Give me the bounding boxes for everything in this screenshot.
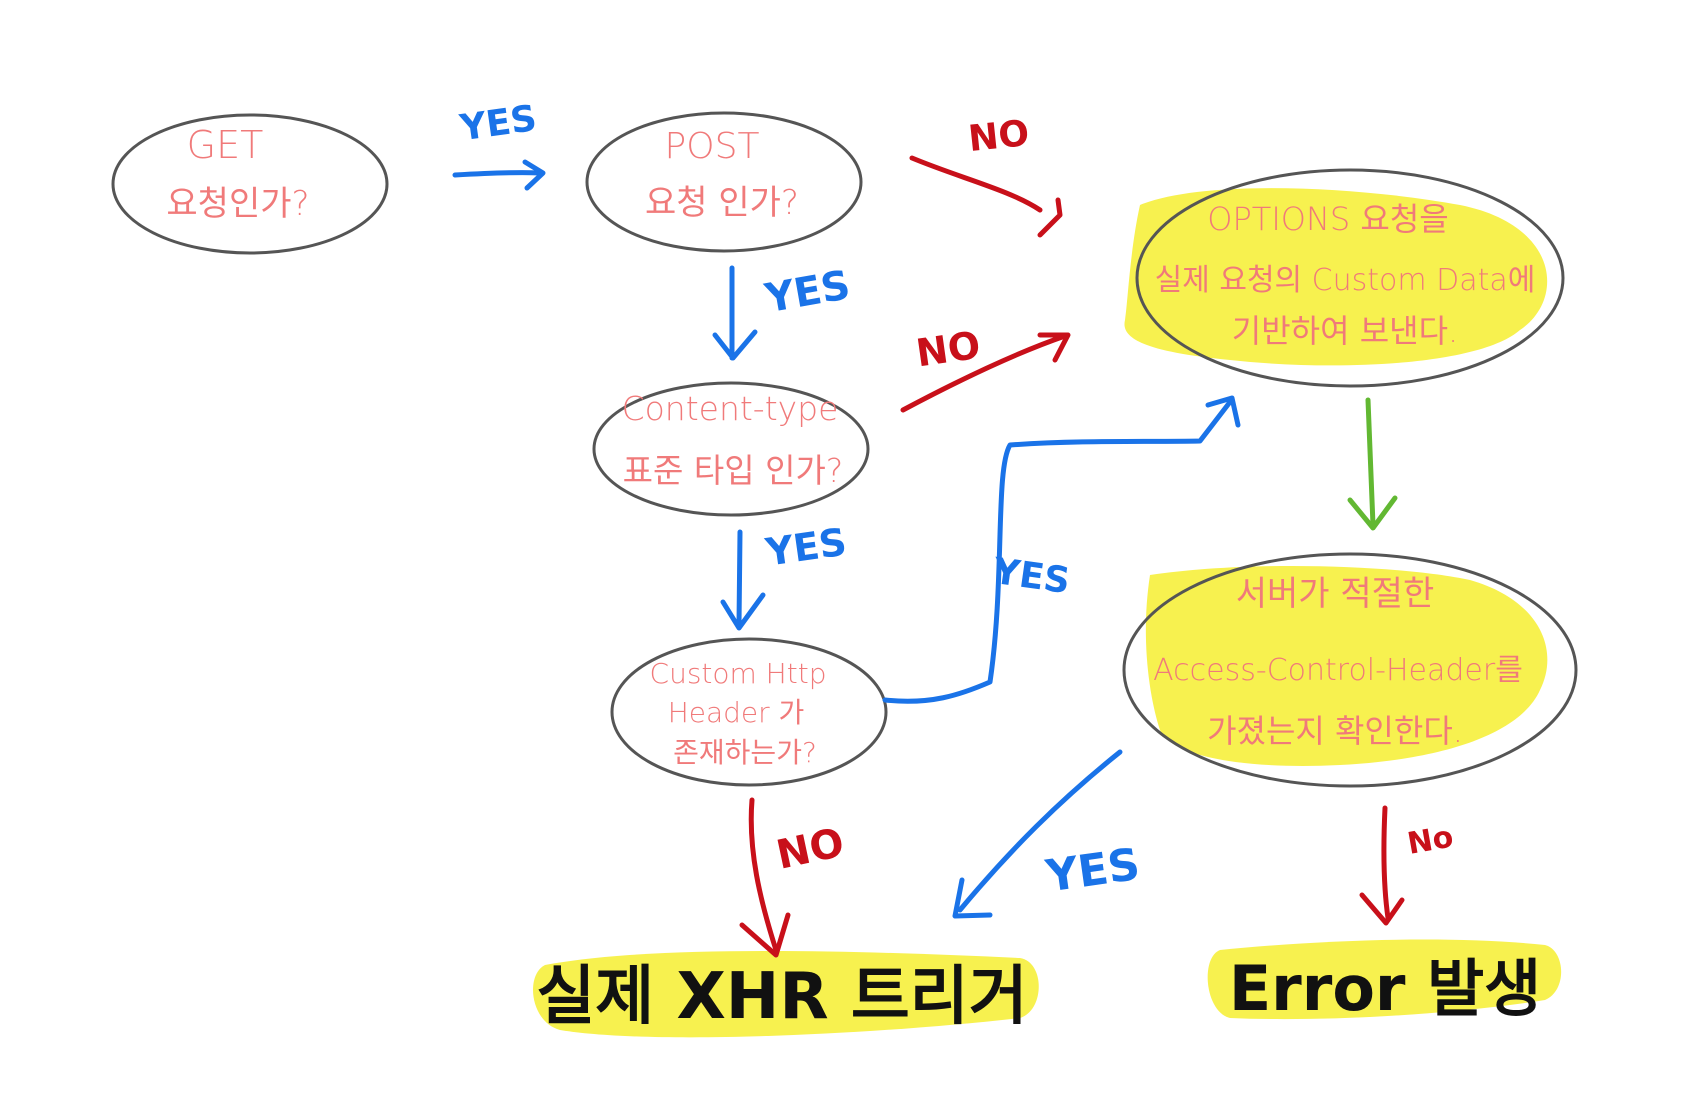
label-server-to-error: No <box>1405 819 1456 861</box>
label-get-to-post: YES <box>457 98 540 149</box>
arrow-custom-to-xhr <box>748 797 779 953</box>
content-type-node-line1: Content-type <box>622 389 839 428</box>
label-post-to-options: NO <box>966 113 1031 160</box>
options-node-line2: 실제 요청의 Custom Data에 <box>1155 263 1536 298</box>
arrow-custom-to-options <box>882 399 1233 704</box>
post-node-line1: POST <box>665 126 760 167</box>
options-node-line3: 기반하여 보낸다. <box>1232 312 1458 350</box>
custom-header-node <box>610 637 888 787</box>
arrowhead-content-to-custom <box>720 592 766 631</box>
arrowhead-custom-to-options <box>1205 395 1241 428</box>
label-content-to-custom: YES <box>762 520 849 575</box>
label-custom-to-xhr: NO <box>773 820 849 879</box>
error-result-highlight <box>1207 939 1562 1020</box>
arrowhead-post-to-content <box>712 329 758 361</box>
custom-header-node-line2: Header 가 <box>668 696 805 729</box>
arrow-options-to-server <box>1365 397 1376 528</box>
content-type-node-line2: 표준 타입 인가? <box>623 451 844 490</box>
server-check-highlight <box>1145 565 1548 766</box>
arrow-content-to-custom <box>736 529 743 627</box>
server-check-node-line1: 서버가 적절한 <box>1236 574 1435 614</box>
arrowhead-post-to-options <box>1037 197 1063 238</box>
arrow-post-to-options <box>909 155 1043 213</box>
node-texts: GET 요청인가? POST 요청 인가? Content-type 표준 타입… <box>166 123 1535 769</box>
results: 실제 XHR 트리거 Error 발생 <box>536 952 1541 1034</box>
custom-header-node-line1: Custom Http <box>650 657 827 690</box>
label-post-to-content: YES <box>761 262 854 322</box>
arrowhead-options-to-server <box>1347 495 1398 531</box>
arrows <box>452 155 1405 958</box>
arrowhead-server-to-error <box>1359 892 1405 926</box>
highlight-layer <box>533 188 1562 1038</box>
arrowhead-content-to-options <box>1037 332 1071 363</box>
custom-header-node-line3: 존재하는가? <box>673 736 817 769</box>
xhr-result-highlight <box>533 950 1039 1038</box>
content-type-node <box>592 381 870 517</box>
options-highlight <box>1124 188 1548 366</box>
server-check-node-line2: Access-Control-Header를 <box>1153 653 1523 688</box>
get-node <box>111 113 389 255</box>
post-node-line2: 요청 인가? <box>645 183 799 223</box>
result-xhr: 실제 XHR 트리거 <box>536 960 1027 1034</box>
arrow-server-to-xhr <box>957 749 1123 913</box>
get-node-line1: GET <box>187 123 264 167</box>
decision-nodes <box>111 111 1578 788</box>
post-node <box>585 111 863 253</box>
arrowhead-server-to-xhr <box>952 877 993 919</box>
label-custom-to-options: YES <box>990 551 1073 602</box>
arrow-server-to-error <box>1381 805 1391 921</box>
server-check-node-line3: 가졌는지 확인한다. <box>1207 712 1463 750</box>
options-node <box>1135 168 1565 388</box>
arrow-get-to-post <box>452 170 543 178</box>
arrowhead-get-to-post <box>522 159 546 191</box>
options-node-line1: OPTIONS 요청을 <box>1207 200 1448 238</box>
label-server-to-xhr: YES <box>1042 839 1143 903</box>
arrowhead-custom-to-xhr <box>739 912 791 958</box>
get-node-line2: 요청인가? <box>166 184 309 224</box>
label-content-to-options: NO <box>913 323 983 375</box>
server-check-node <box>1122 552 1578 788</box>
result-error: Error 발생 <box>1229 952 1541 1025</box>
arrow-content-to-options <box>900 333 1068 413</box>
